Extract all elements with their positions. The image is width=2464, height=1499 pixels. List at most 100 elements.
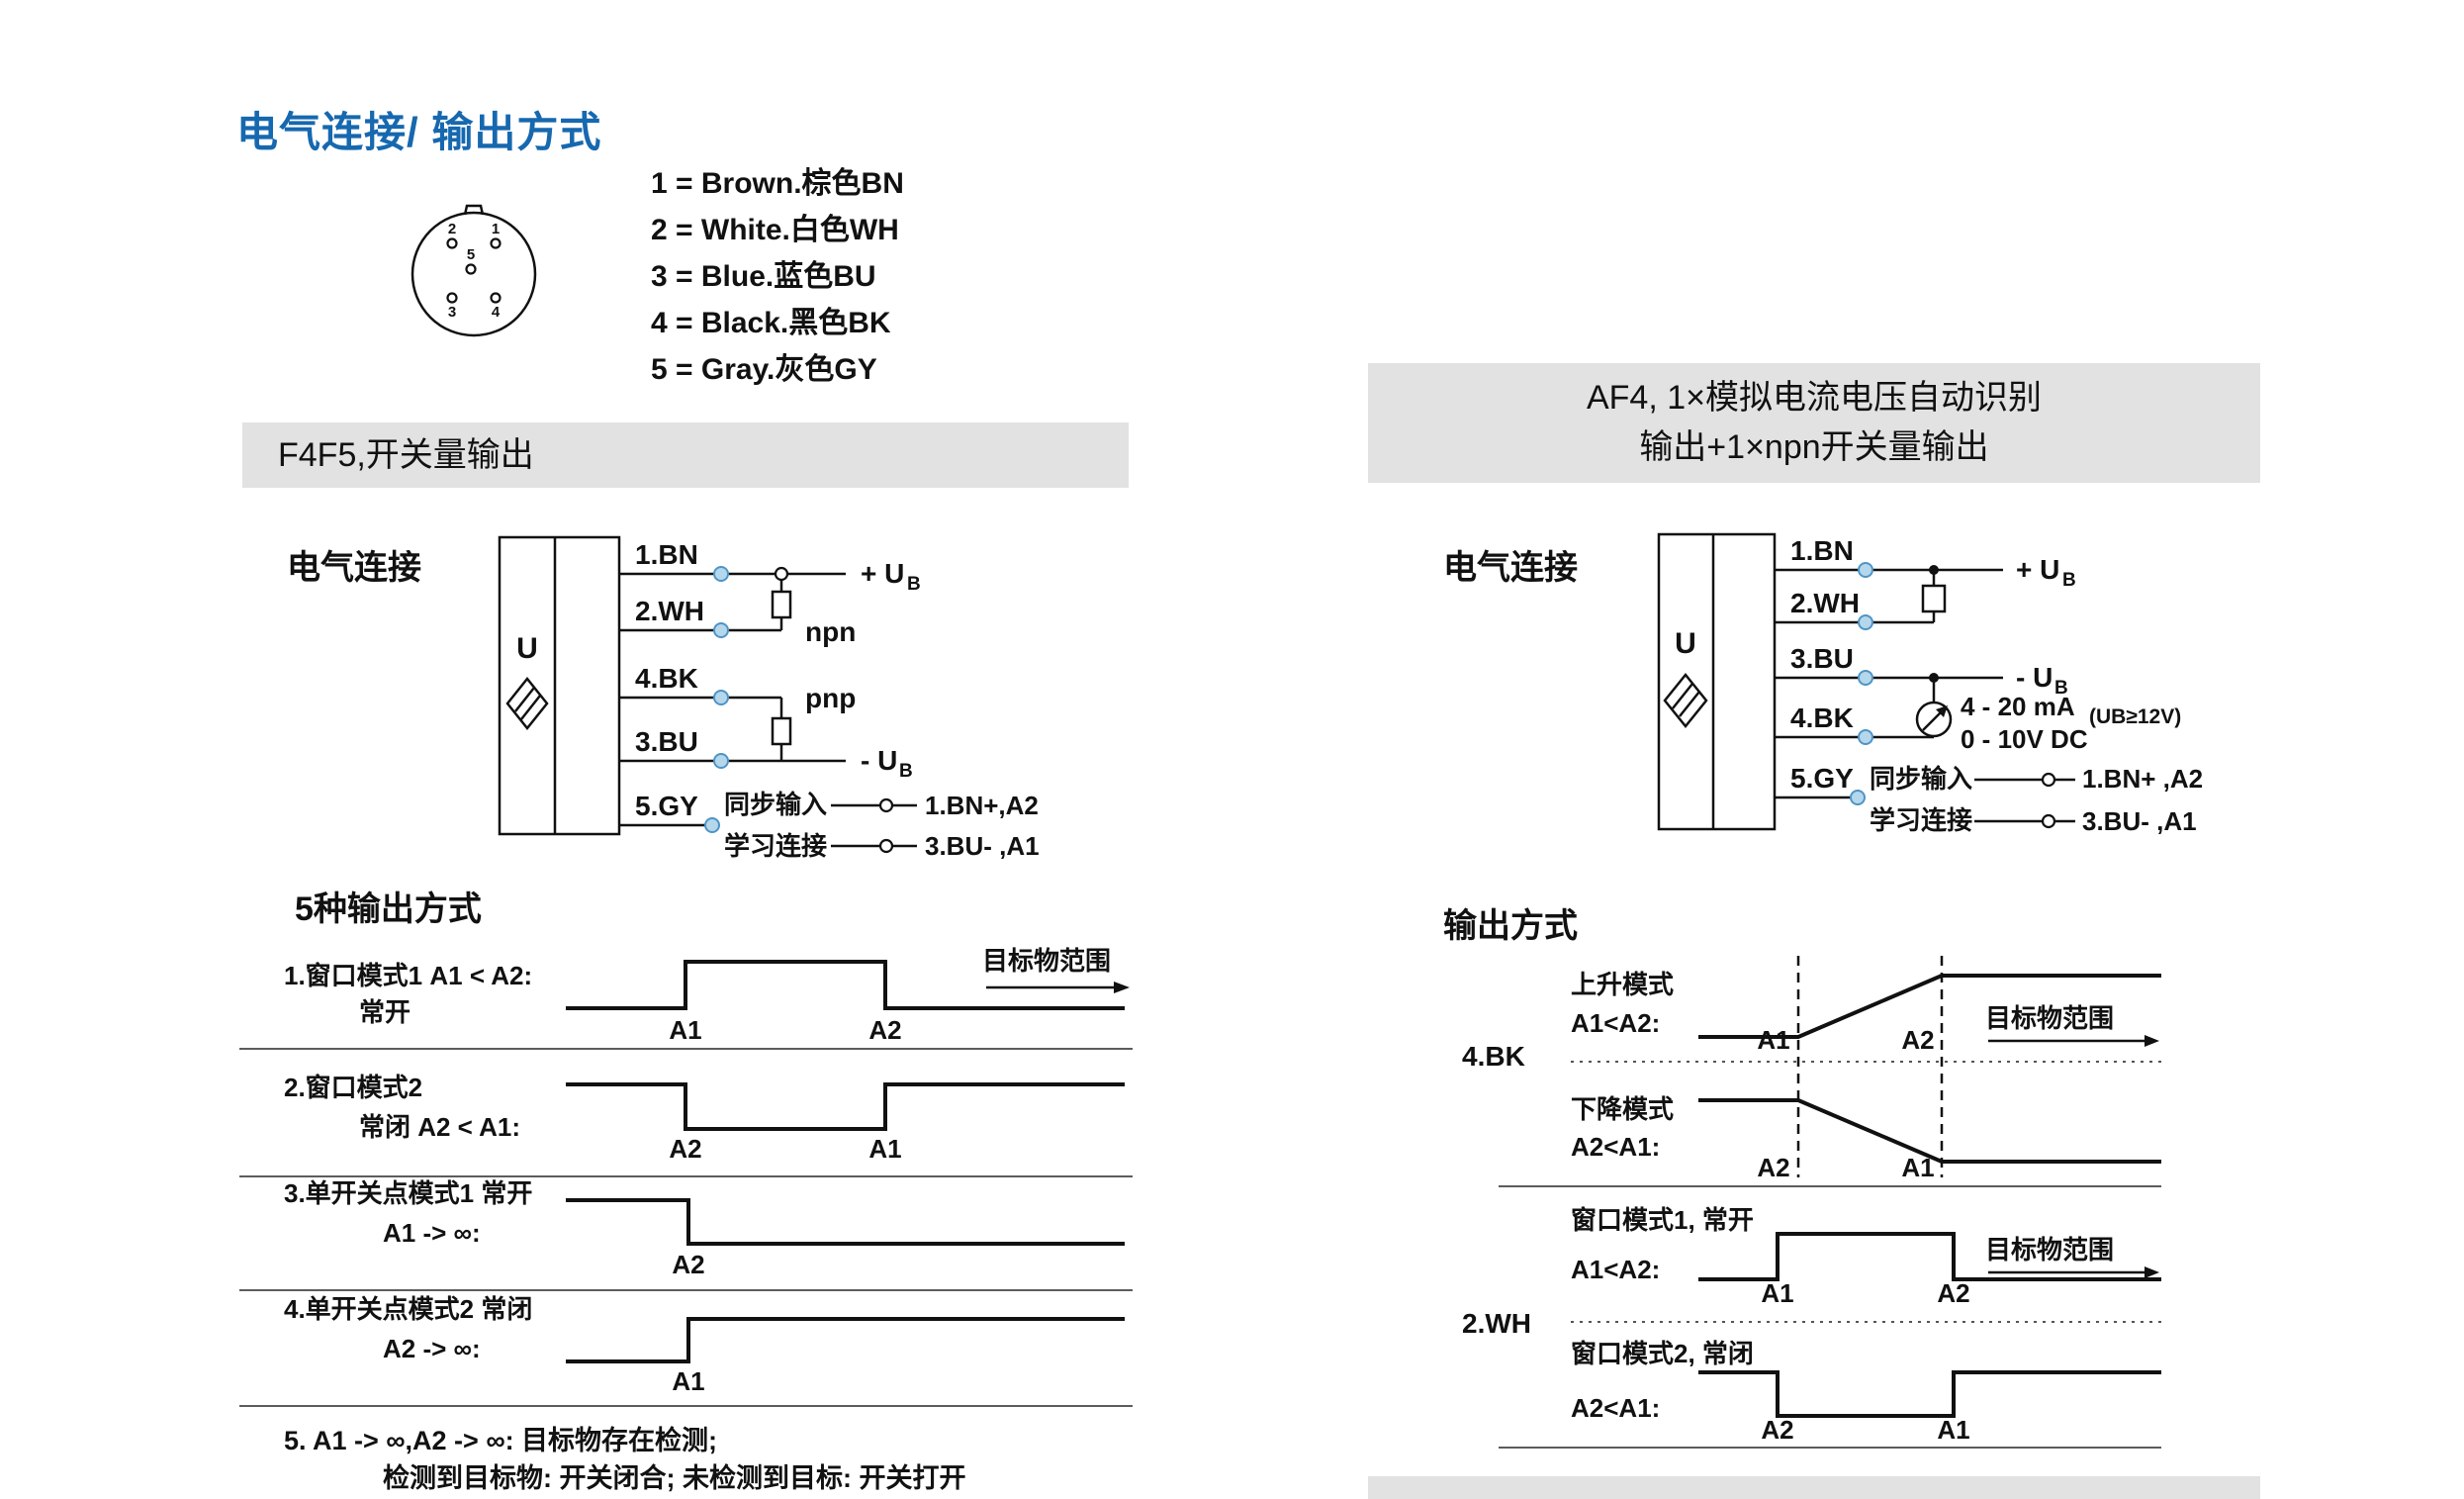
wire-label-1bn: 1.BN (1790, 535, 1854, 566)
pin-2-number: 2 (448, 221, 456, 237)
wire-label-5gy: 5.GY (635, 791, 698, 821)
wire-lines (619, 572, 846, 827)
plus-ub-label: + U (2016, 554, 2059, 585)
connector-pins: 2 1 5 3 4 (446, 221, 502, 321)
timing-falling-mode: 下降模式 A2<A1: A2 A1 (1499, 1094, 2161, 1187)
sync-bottom-label: 3.BU- ,A1 (925, 831, 1040, 861)
npn-load-branch (1921, 565, 1947, 622)
sync-input-label: 同步输入 (1870, 764, 1972, 794)
target-range-label: 目标物范围 (1985, 1003, 2114, 1033)
wire-label-4bk: 4.BK (1790, 703, 1854, 733)
wire-terminals (1850, 562, 1873, 805)
sync-branch (831, 797, 917, 854)
timing-window-mode-1: 1.窗口模式1 A1 < A2: 常开 A1 A2 目标物范围 (239, 946, 1133, 1050)
right-wiring-title: 电气连接 (1443, 549, 1578, 587)
wire-label-5gy: 5.GY (1790, 763, 1854, 794)
sensor-u-label: U (516, 632, 538, 665)
timing-window-mode-1: 窗口模式1, 常开 A1<A2: A1 A2 目标物范围 (1571, 1205, 2161, 1323)
wire-label-4bk: 4.BK (635, 663, 698, 694)
a2-label: A2 (672, 1250, 704, 1279)
mode-cond: A1<A2: (1571, 1255, 1660, 1284)
right-timing-diagrams: 上升模式 A1<A2: A1 A2 目标物范围 下降模式 A2<A1: A2 A… (1499, 956, 2161, 1449)
wire-label-3bu: 3.BU (635, 726, 698, 757)
minus-ub-label: - U (2016, 662, 2053, 693)
pin-5-number: 5 (467, 246, 475, 263)
pin-1-number: 1 (492, 221, 500, 237)
a1-label: A1 (672, 1366, 704, 1396)
mode-cond: A1<A2: (1571, 1008, 1660, 1038)
mode-label: 上升模式 (1571, 970, 1674, 999)
pin-legend-line: 2 = White.白色WH (651, 214, 899, 246)
timing-window-mode-2: 2.窗口模式2 常闭 A2 < A1: A2 A1 (239, 1073, 1133, 1177)
minus-ub-sub: B (899, 761, 913, 782)
timing-single-point-mode-2: 4.单开关点模式2 常闭 A2 -> ∞: A1 (239, 1294, 1133, 1407)
wire-label-2wh: 2.WH (1790, 588, 1860, 618)
next-section-header-partial (1368, 1476, 2260, 1499)
pin-legend: 1 = Brown.棕色BN 2 = White.白色WH 3 = Blue.蓝… (651, 160, 904, 393)
left-timing-diagrams: 1.窗口模式1 A1 < A2: 常开 A1 A2 目标物范围 2.窗口模式2 … (239, 946, 1133, 1407)
analog-voltage-range-label: 0 - 10V DC (1961, 724, 2088, 754)
page-title: 电气连接/ 输出方式 (236, 109, 602, 155)
mode-cond: A2<A1: (1571, 1393, 1660, 1423)
right-outputs-title: 输出方式 (1443, 907, 1578, 945)
a1-label: A1 (868, 1134, 901, 1164)
teach-label: 学习连接 (1870, 805, 1972, 835)
mode-state: 常闭 A2 < A1: (359, 1112, 520, 1142)
current-source-branch (1915, 673, 1953, 738)
transducer-icon (1663, 673, 1708, 728)
right-section-header: AF4, 1×模拟电流电压自动识别 输出+1×npn开关量输出 (1368, 363, 2260, 483)
left-section-header: F4F5,开关量输出 (242, 422, 1129, 488)
mode-label: 2.窗口模式2 (284, 1073, 422, 1102)
left-section-header-text: F4F5,开关量输出 (278, 436, 534, 474)
mode-cond: A2 -> ∞: (383, 1334, 481, 1363)
plus-ub-label: + U (861, 558, 904, 589)
timing-window-mode-2: 窗口模式2, 常闭 A2<A1: A2 A1 (1499, 1339, 2161, 1449)
mode-label: 窗口模式2, 常闭 (1571, 1339, 1754, 1368)
right-section-header-line2: 输出+1×npn开关量输出 (1639, 428, 1989, 466)
npn-label: npn (805, 616, 856, 647)
target-range-label: 目标物范围 (982, 946, 1111, 976)
timing-rising-mode: 上升模式 A1<A2: A1 A2 目标物范围 (1571, 956, 2161, 1177)
pin-legend-line: 4 = Black.黑色BK (651, 307, 891, 339)
mode-label: 4.单开关点模式2 常闭 (284, 1294, 532, 1324)
analog-supply-note: (UB≥12V) (2089, 705, 2181, 728)
target-range-label: 目标物范围 (1985, 1235, 2114, 1265)
mode-cond: A2<A1: (1571, 1132, 1660, 1162)
mode-label: 下降模式 (1571, 1094, 1674, 1124)
plus-ub-sub: B (2062, 570, 2076, 591)
wire-label-3bu: 3.BU (1790, 643, 1854, 674)
a2-label: A2 (1937, 1278, 1969, 1308)
a1-label: A1 (1901, 1153, 1934, 1182)
a2-label: A2 (868, 1015, 901, 1045)
pin-4-number: 4 (492, 304, 501, 321)
sync-bottom-label: 3.BU- ,A1 (2082, 806, 2197, 836)
mode-cond: A1 -> ∞: (383, 1218, 481, 1248)
connector-key-notch (463, 204, 485, 216)
a1-label: A1 (1761, 1278, 1793, 1308)
sync-top-label: 1.BN+,A2 (925, 791, 1039, 820)
wire-terminals (704, 566, 729, 833)
timing-single-point-mode-1: 3.单开关点模式1 常开 A1 -> ∞: A2 (239, 1178, 1133, 1291)
resistor-icon (771, 590, 792, 619)
right-wiring-diagram: U (1657, 532, 2203, 836)
teach-label: 学习连接 (724, 831, 827, 861)
mode-label: 3.单开关点模式1 常开 (284, 1178, 532, 1208)
npn-load-branch (771, 566, 792, 630)
left-wiring-diagram: U (498, 535, 1040, 861)
analog-current-range-label: 4 - 20 mA (1961, 692, 2075, 721)
right-section-header-line1: AF4, 1×模拟电流电压自动识别 (1586, 379, 2042, 417)
a2-label: A2 (1757, 1153, 1789, 1182)
presence-detection-note-line1: 5. A1 -> ∞,A2 -> ∞: 目标物存在检测; (284, 1426, 718, 1455)
mode-label: 1.窗口模式1 A1 < A2: (284, 961, 532, 990)
a2-label: A2 (1901, 1025, 1934, 1055)
minus-ub-label: - U (861, 745, 897, 776)
a1-label: A1 (1757, 1025, 1789, 1055)
presence-detection-note-line2: 检测到目标物: 开关闭合; 未检测到目标: 开关打开 (383, 1463, 966, 1493)
left-wiring-title: 电气连接 (287, 549, 421, 587)
minus-ub-sub: B (2054, 678, 2068, 699)
connector-circle (411, 204, 537, 337)
pin-legend-line: 3 = Blue.蓝色BU (651, 260, 876, 293)
pin-legend-line: 1 = Brown.棕色BN (651, 167, 904, 200)
mode-label: 窗口模式1, 常开 (1571, 1205, 1754, 1235)
